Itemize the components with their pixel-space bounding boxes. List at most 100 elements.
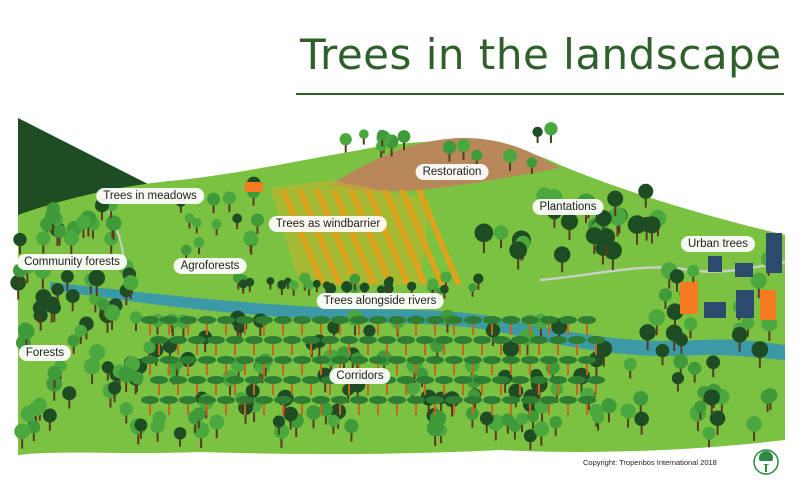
- tree-icon: [750, 272, 767, 299]
- palm-tree-icon: [435, 336, 453, 355]
- palm-tree-icon: [312, 396, 330, 415]
- tree-icon: [60, 270, 74, 291]
- tree-icon: [143, 341, 156, 361]
- tree-icon: [673, 354, 689, 378]
- palm-tree-icon: [511, 336, 529, 355]
- label-forests: Forests: [18, 345, 72, 361]
- palm-tree-icon: [169, 336, 187, 355]
- tree-icon: [27, 420, 41, 442]
- palm-tree-icon: [236, 396, 254, 415]
- palm-tree-icon: [388, 316, 406, 335]
- palm-tree-icon: [445, 396, 463, 415]
- tree-icon: [553, 246, 571, 273]
- tree-icon: [192, 407, 206, 429]
- tree-icon: [706, 355, 721, 378]
- building-icon: [736, 290, 754, 318]
- palm-tree-icon: [578, 356, 596, 375]
- tree-icon: [36, 231, 51, 254]
- palm-tree-icon: [141, 356, 159, 375]
- tree-icon: [666, 303, 684, 330]
- palm-tree-icon: [293, 396, 311, 415]
- tree-icon: [456, 138, 471, 160]
- tree-icon: [479, 411, 494, 434]
- palm-tree-icon: [141, 316, 159, 335]
- tree-icon: [671, 372, 685, 392]
- tree-icon: [694, 400, 707, 420]
- tree-icon: [47, 365, 62, 389]
- tree-icon: [13, 232, 27, 255]
- tree-icon: [703, 389, 720, 416]
- tree-icon: [376, 129, 388, 147]
- palm-tree-icon: [549, 336, 567, 355]
- tree-icon: [683, 317, 698, 339]
- windbarrier-stripes: [280, 190, 462, 285]
- tree-icon: [312, 279, 321, 293]
- palm-tree-icon: [540, 356, 558, 375]
- palm-tree-icon: [179, 356, 197, 375]
- palm-tree-icon: [207, 336, 225, 355]
- label-community-forests: Community forests: [17, 254, 127, 270]
- label-plantations: Plantations: [532, 199, 604, 215]
- palm-tree-icon: [464, 396, 482, 415]
- palm-tree-icon: [293, 356, 311, 375]
- tree-icon: [62, 386, 77, 409]
- tree-icon: [709, 410, 726, 436]
- tree-icon: [426, 419, 444, 446]
- palm-tree-icon: [568, 376, 586, 395]
- tree-icon: [306, 405, 321, 429]
- palm-tree-icon: [283, 376, 301, 395]
- tree-icon: [633, 391, 649, 415]
- tree-icon: [327, 320, 341, 342]
- field-stripe: [280, 190, 326, 285]
- tree-icon: [655, 343, 670, 366]
- palm-tree-icon: [350, 316, 368, 335]
- tree-icon: [173, 427, 187, 447]
- palm-tree-icon: [340, 336, 358, 355]
- tree-icon: [42, 408, 57, 431]
- palm-tree-icon: [464, 356, 482, 375]
- tree-icon: [238, 279, 248, 294]
- tree-icon: [191, 217, 202, 234]
- tree-icon: [623, 357, 637, 379]
- tree-icon: [192, 422, 210, 449]
- palm-tree-icon: [568, 336, 586, 355]
- tree-icon: [74, 324, 87, 344]
- palm-tree-icon: [312, 316, 330, 335]
- label-restoration: Restoration: [415, 164, 489, 180]
- palm-tree-icon: [559, 396, 577, 415]
- tree-icon: [327, 414, 340, 434]
- tree-icon: [760, 389, 775, 413]
- tree-icon: [108, 381, 122, 403]
- tree-icon: [67, 334, 80, 354]
- palm-tree-icon: [274, 396, 292, 415]
- tree-icon: [318, 402, 333, 425]
- tree-icon: [344, 419, 359, 442]
- palm-tree-icon: [445, 316, 463, 335]
- palm-tree-icon: [521, 356, 539, 375]
- palm-tree-icon: [578, 316, 596, 335]
- palm-tree-icon: [426, 316, 444, 335]
- palm-tree-icon: [454, 376, 472, 395]
- palm-tree-icon: [483, 356, 501, 375]
- field-stripe: [297, 190, 343, 285]
- palm-tree-icon: [511, 376, 529, 395]
- palm-tree-icon: [587, 336, 605, 355]
- tree-icon: [544, 122, 558, 144]
- tree-icon: [638, 183, 654, 208]
- building-icon: [245, 182, 263, 192]
- tree-icon: [473, 273, 484, 290]
- palm-tree-icon: [388, 356, 406, 375]
- tree-icon: [493, 225, 509, 249]
- tree-icon: [440, 271, 452, 290]
- tree-icon: [383, 277, 394, 293]
- palm-tree-icon: [483, 396, 501, 415]
- palm-tree-icon: [217, 316, 235, 335]
- building-icon: [735, 263, 753, 277]
- palm-tree-icon: [274, 316, 292, 335]
- building-icon: [760, 290, 776, 320]
- tree-icon: [251, 213, 264, 234]
- page-title: Trees in the landscape: [300, 30, 782, 79]
- tree-icon: [658, 288, 672, 309]
- tree-icon: [32, 300, 47, 324]
